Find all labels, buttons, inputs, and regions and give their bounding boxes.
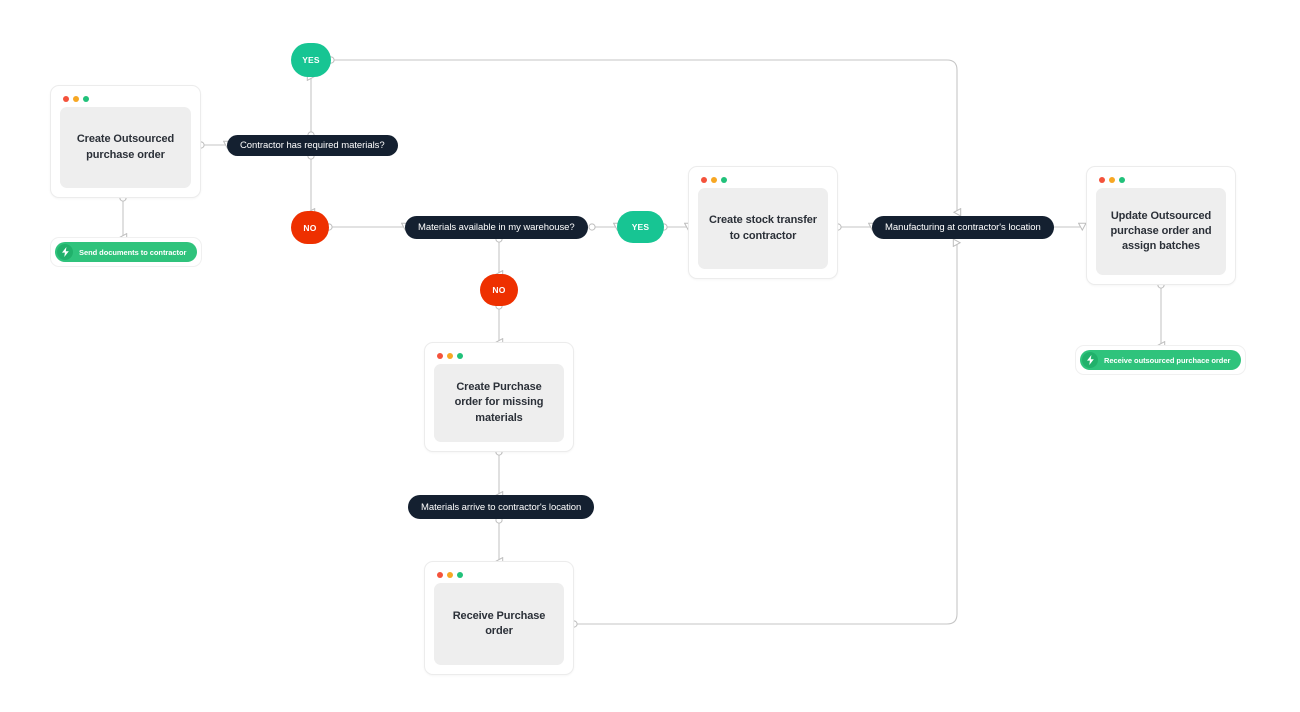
node-materials-available-in-my-warehouse[interactable]: Materials available in my warehouse? (405, 216, 588, 239)
window-traffic-lights (63, 96, 191, 102)
card-body: Update Outsourced purchase order and ass… (1096, 188, 1226, 275)
badge-label: NO (303, 222, 317, 233)
lightning-bolt-icon (57, 244, 73, 260)
node-label: Create stock transfer to contractor (709, 214, 817, 242)
window-close-dot (437, 353, 443, 359)
node-create-outsourced-purchase-order[interactable]: Create Outsourced purchase order (50, 85, 201, 198)
window-maximize-dot (721, 177, 727, 183)
window-traffic-lights (437, 353, 564, 359)
node-label: Receive Purchase order (452, 609, 546, 637)
node-update-outsourced-purchase-order[interactable]: Update Outsourced purchase order and ass… (1086, 166, 1236, 285)
node-contractor-has-required-materials[interactable]: Contractor has required materials? (227, 135, 398, 156)
badge-label: YES (631, 222, 650, 232)
window-minimize-dot (73, 96, 79, 102)
node-label: Materials available in my warehouse? (418, 222, 575, 233)
action-chip[interactable]: Receive outsourced purchace order (1080, 350, 1242, 370)
card-body: Create Outsourced purchase order (60, 107, 191, 188)
node-no-materials-available[interactable]: NO (480, 274, 518, 306)
node-no-contractor-materials[interactable]: NO (291, 211, 329, 244)
node-materials-arrive-to-contractors-location[interactable]: Materials arrive to contractor's locatio… (408, 495, 595, 519)
window-minimize-dot (447, 572, 453, 578)
window-close-dot (63, 96, 69, 102)
node-yes-materials-available[interactable]: YES (617, 211, 664, 243)
node-label: Contractor has required materials? (240, 140, 385, 151)
node-label: Update Outsourced purchase order and ass… (1110, 209, 1212, 253)
window-minimize-dot (711, 177, 717, 183)
window-close-dot (1099, 177, 1105, 183)
lightning-bolt-icon (1082, 352, 1098, 368)
window-close-dot (701, 177, 707, 183)
handle-dot (588, 223, 596, 231)
window-maximize-dot (457, 572, 463, 578)
node-label: Create Purchase order for missing materi… (454, 381, 544, 424)
node-label: Manufacturing at contractor's location (885, 222, 1041, 233)
window-close-dot (437, 572, 443, 578)
node-receive-purchase-order[interactable]: Receive Purchase order (424, 561, 574, 675)
node-label: Create Outsourced purchase order (76, 133, 175, 161)
window-minimize-dot (447, 353, 453, 359)
node-create-purchase-order-for-missing-materials[interactable]: Create Purchase order for missing materi… (424, 342, 574, 452)
node-receive-outsourced-purchace-order[interactable]: Receive outsourced purchace order (1075, 345, 1247, 375)
window-traffic-lights (437, 572, 564, 578)
window-maximize-dot (83, 96, 89, 102)
action-chip[interactable]: Send documents to contractor (55, 242, 198, 262)
window-traffic-lights (701, 177, 828, 183)
node-yes-top[interactable]: YES (291, 43, 331, 77)
node-create-stock-transfer-to-contractor[interactable]: Create stock transfer to contractor (688, 166, 838, 279)
card-body: Receive Purchase order (434, 583, 564, 665)
window-traffic-lights (1099, 177, 1226, 183)
node-send-documents-to-contractor[interactable]: Send documents to contractor (50, 237, 203, 267)
node-manufacturing-at-contractors-location[interactable]: Manufacturing at contractor's location (872, 216, 1054, 239)
action-chip-label: Send documents to contractor (79, 247, 187, 257)
window-maximize-dot (1119, 177, 1125, 183)
action-chip-label: Receive outsourced purchace order (1104, 355, 1231, 365)
node-label: Materials arrive to contractor's locatio… (421, 501, 582, 513)
window-maximize-dot (457, 353, 463, 359)
window-minimize-dot (1109, 177, 1115, 183)
badge-label: YES (302, 55, 320, 65)
card-body: Create stock transfer to contractor (698, 188, 828, 269)
badge-label: NO (492, 285, 506, 295)
card-body: Create Purchase order for missing materi… (434, 364, 564, 442)
